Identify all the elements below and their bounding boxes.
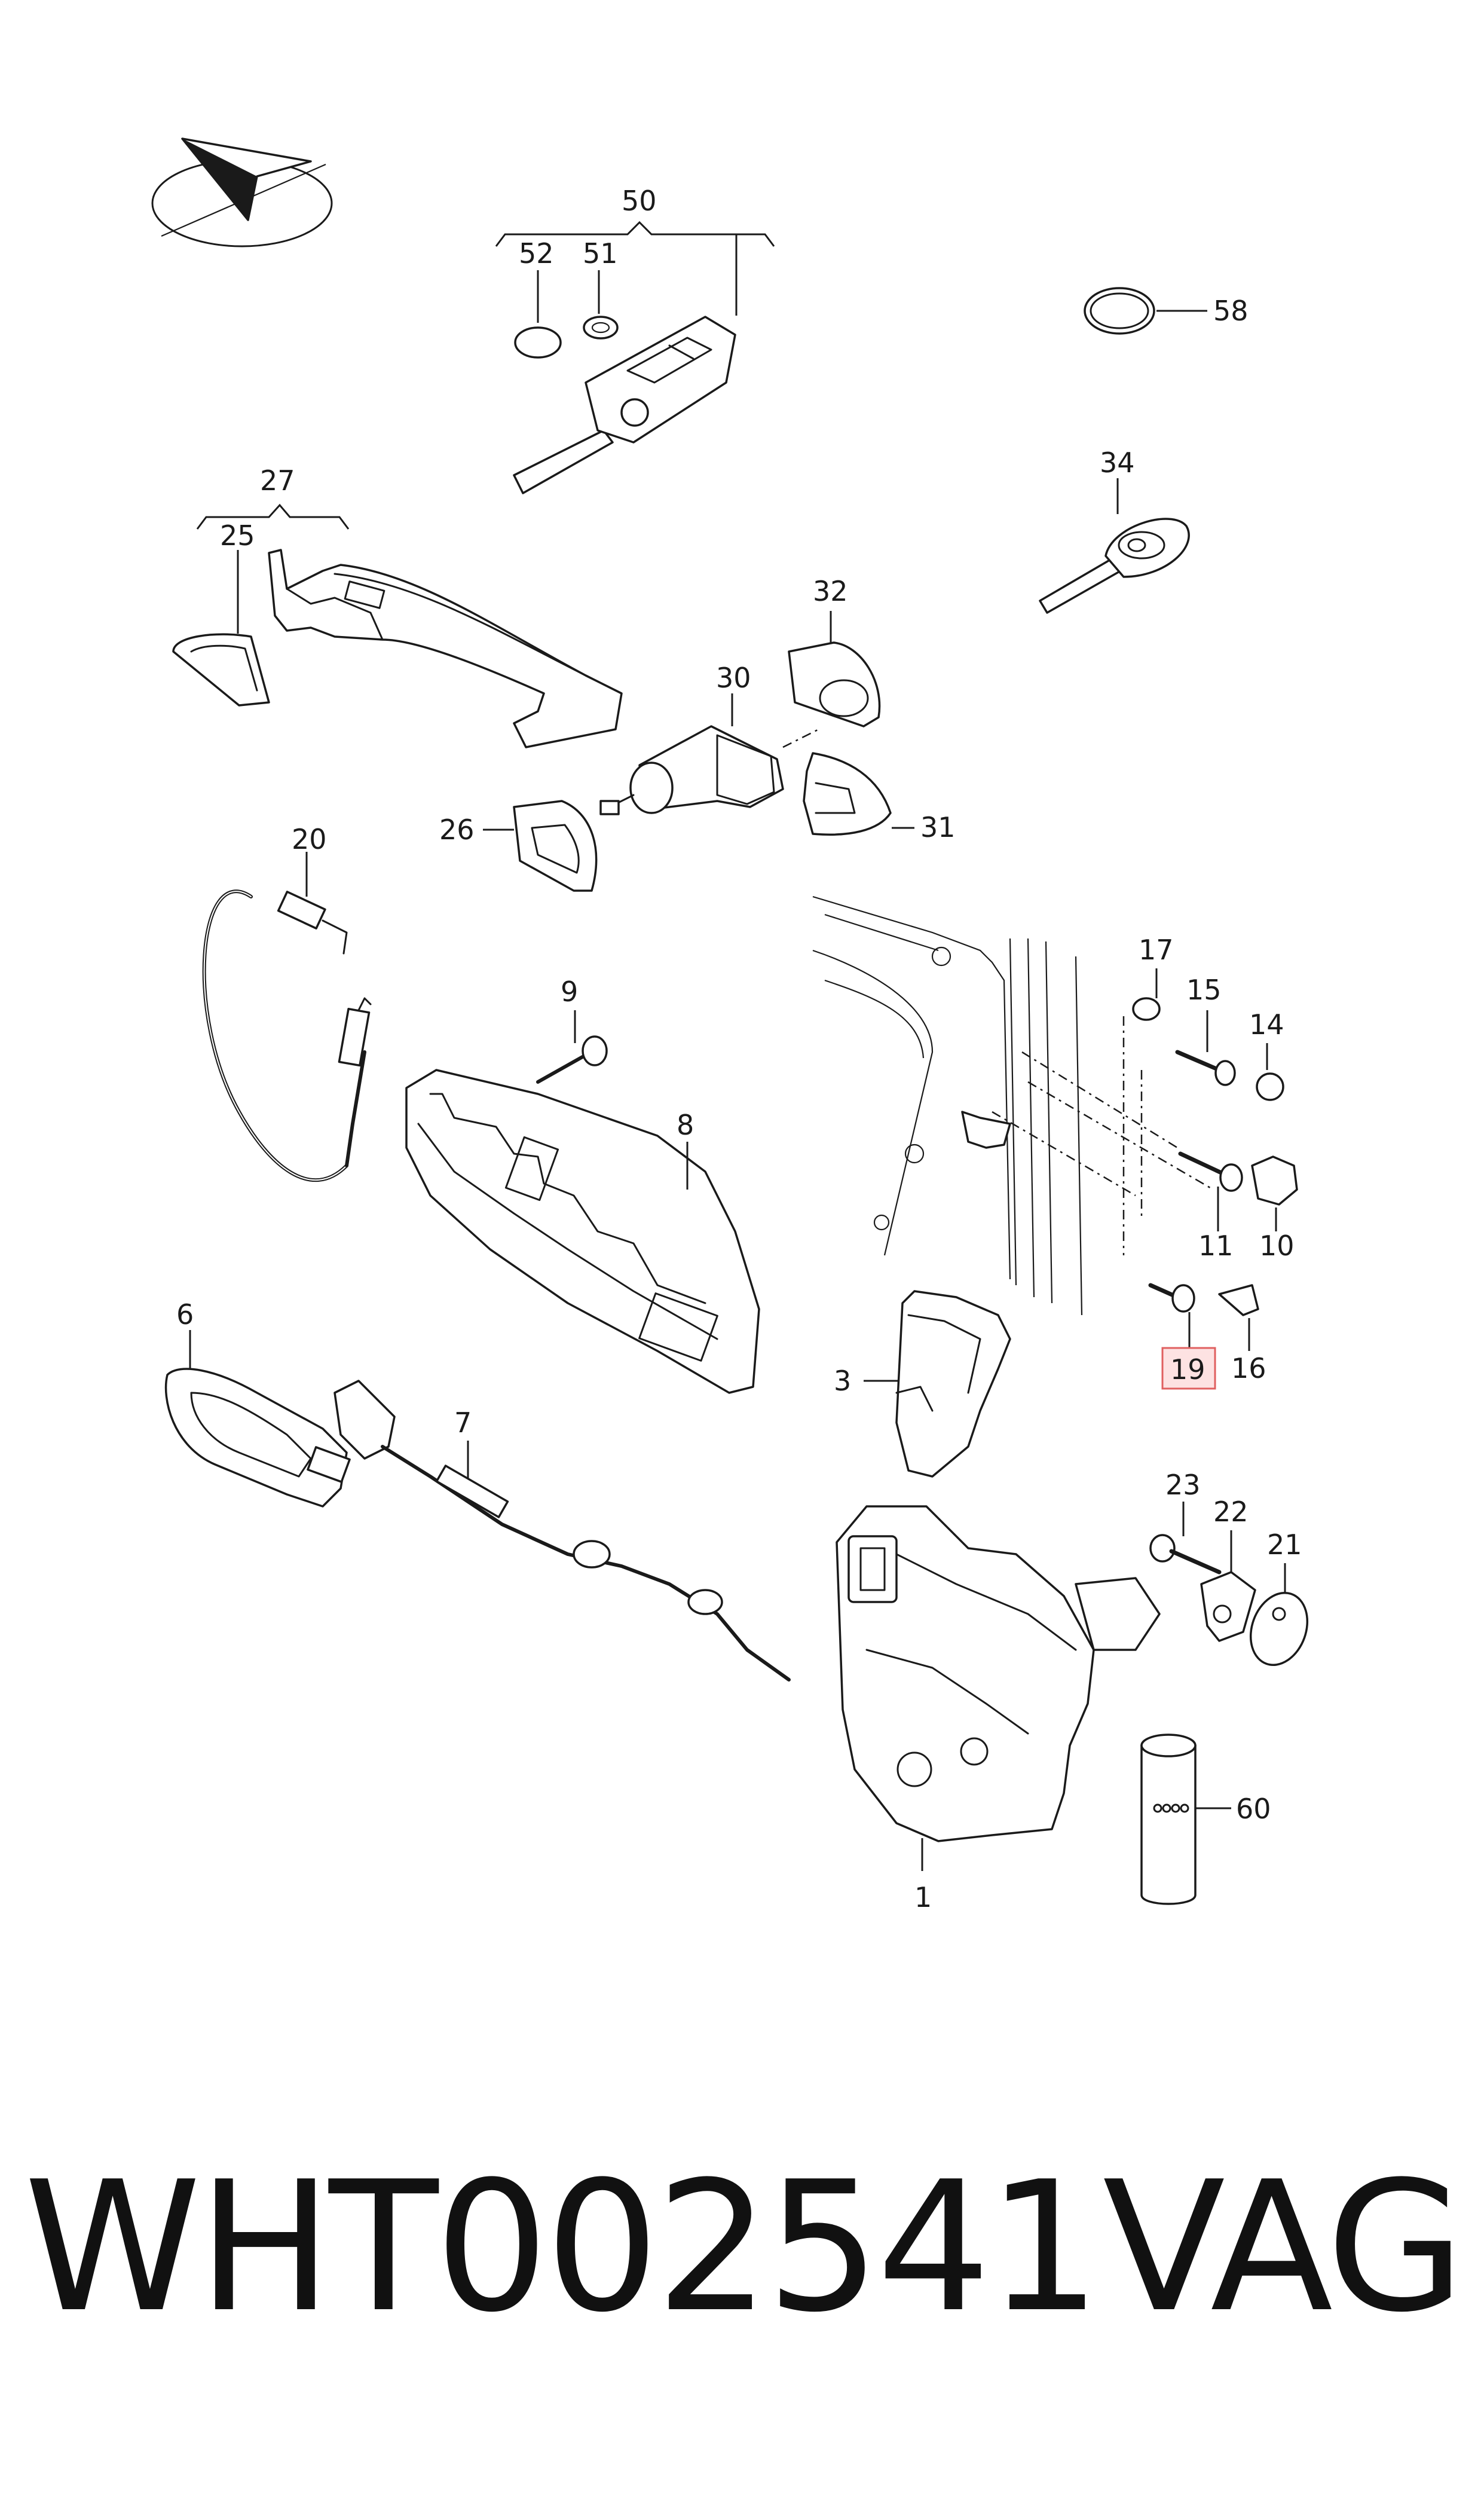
part-22-bracket: 22 xyxy=(1200,1496,1256,1642)
callout-34: 34 xyxy=(1100,447,1135,479)
part-60-grease-tube: 60 xyxy=(1140,1734,1271,1905)
callout-22: 22 xyxy=(1213,1496,1249,1528)
part-58-o-ring: 58 xyxy=(1084,287,1249,335)
callout-15: 15 xyxy=(1186,974,1222,1006)
callout-8: 8 xyxy=(677,1109,694,1141)
callout-16: 16 xyxy=(1231,1352,1266,1384)
part-6-inner-handle: 6 xyxy=(164,1298,351,1508)
callout-11: 11 xyxy=(1198,1230,1234,1262)
callout-51: 51 xyxy=(583,237,618,270)
callout-23: 23 xyxy=(1165,1469,1201,1501)
callout-19: 19 xyxy=(1170,1353,1205,1386)
callout-26: 26 xyxy=(439,814,475,846)
callout-17: 17 xyxy=(1139,934,1174,966)
callout-1: 1 xyxy=(914,1881,932,1913)
callout-6: 6 xyxy=(176,1298,194,1331)
part-3-bracket: 3 xyxy=(834,1290,1011,1478)
part-11-screw: 11 xyxy=(1178,1151,1243,1262)
part-23-screw: 23 xyxy=(1149,1469,1222,1575)
callout-20: 20 xyxy=(292,823,327,855)
part-25-gasket xyxy=(172,633,270,707)
part-14-cap: 14 xyxy=(1249,1008,1284,1101)
part-20-cable: 20 xyxy=(202,823,372,1182)
part-19-screw: 19 xyxy=(1148,1283,1216,1390)
part-21-plate: 21 xyxy=(1249,1528,1309,1667)
part-remote-key xyxy=(513,316,736,494)
part-31-cover: 31 xyxy=(803,752,956,843)
part-8-carrier: 8 xyxy=(405,1069,760,1394)
brand-text: VAG xyxy=(1103,2143,1465,2352)
part-30-lock-cylinder: 30 xyxy=(599,662,819,815)
part-outer-handle xyxy=(268,549,623,748)
direction-arrow-icon xyxy=(151,137,333,247)
callout-31: 31 xyxy=(920,811,956,843)
part-7-cable: 7 xyxy=(333,1380,791,1682)
part-9-screw: 9 xyxy=(536,976,608,1084)
part-16-cap: 16 xyxy=(1218,1284,1266,1384)
callout-10: 10 xyxy=(1259,1230,1295,1262)
part-51-battery: 51 xyxy=(583,237,619,340)
callout-50: 50 xyxy=(622,185,657,217)
part-34-key: 34 xyxy=(1039,447,1190,614)
part-26-gasket: 26 xyxy=(439,800,598,892)
part-10-cap: 10 xyxy=(1251,1155,1298,1262)
callout-3: 3 xyxy=(834,1365,851,1397)
callout-9: 9 xyxy=(561,976,578,1008)
callout-32: 32 xyxy=(813,575,848,607)
part-17-plug: 17 xyxy=(1132,934,1174,1021)
callout-7: 7 xyxy=(454,1407,472,1439)
callout-52: 52 xyxy=(519,237,554,270)
callout-14: 14 xyxy=(1249,1008,1284,1041)
part-1-door-lock: 1 xyxy=(836,1505,1161,1913)
callout-27-group: 27 25 xyxy=(196,464,350,634)
callout-25: 25 xyxy=(220,519,255,552)
part-number-text: WHT002541 xyxy=(24,2143,1101,2352)
callout-21: 21 xyxy=(1267,1528,1302,1561)
highlight-box-19 xyxy=(1161,1347,1216,1390)
callout-27: 27 xyxy=(260,464,295,497)
callout-58: 58 xyxy=(1213,295,1249,327)
door-frame xyxy=(812,895,1214,1316)
callout-30: 30 xyxy=(716,662,751,694)
callout-50-group: 50 xyxy=(495,185,775,316)
callout-60: 60 xyxy=(1236,1793,1271,1825)
part-15-screw: 15 xyxy=(1175,974,1236,1086)
part-32-cap: 32 xyxy=(788,575,881,727)
part-52-cap: 52 xyxy=(514,237,562,359)
